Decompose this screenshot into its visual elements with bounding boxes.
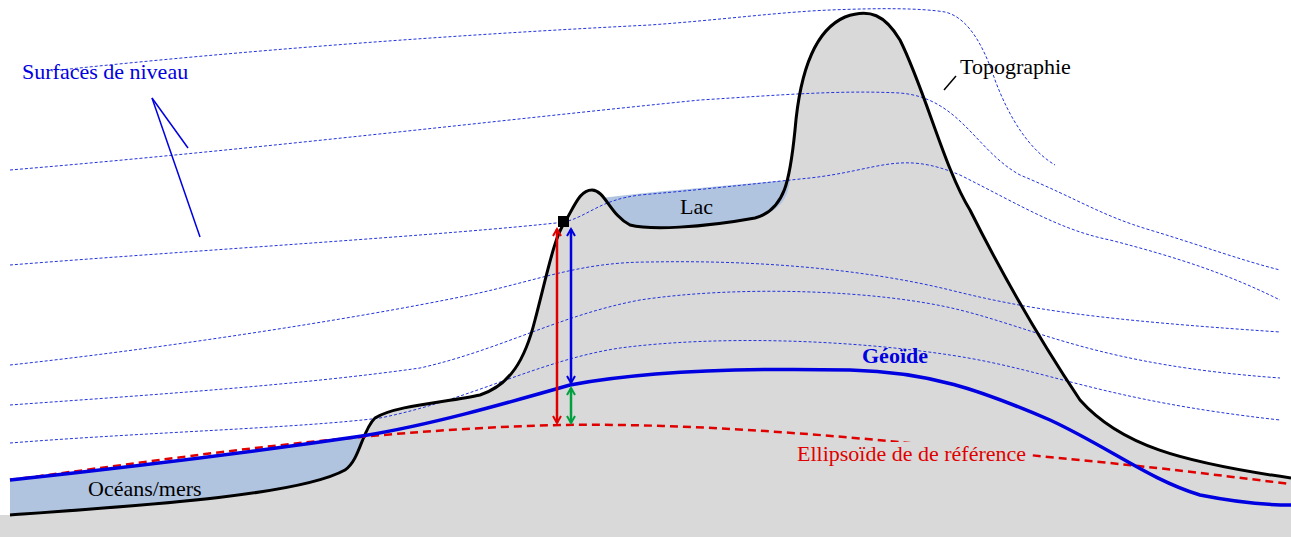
topography-label: Topographie [960,55,1071,79]
lake-label: Lac [680,195,713,219]
geoid-line [10,369,1291,505]
point-marker [558,216,569,227]
ocean-label: Océans/mers [88,477,202,501]
leader-line [944,76,956,90]
lake-fill [602,180,790,228]
ground-fill [0,13,1291,537]
topography-line [10,13,1291,515]
ellipsoidal-height-arrow [556,229,559,423]
ellipsoid-label: Ellipsoïde de de référence [795,442,1028,466]
level-surfaces-label: Surfaces de niveau [22,60,188,84]
leader-line [152,98,188,148]
ellipsoid-line [10,425,1291,484]
leader-line [152,98,200,237]
geoid-undulation-arrow [570,388,573,423]
orthometric-height-arrow [570,229,573,383]
geoid-label: Géoïde [862,344,928,368]
